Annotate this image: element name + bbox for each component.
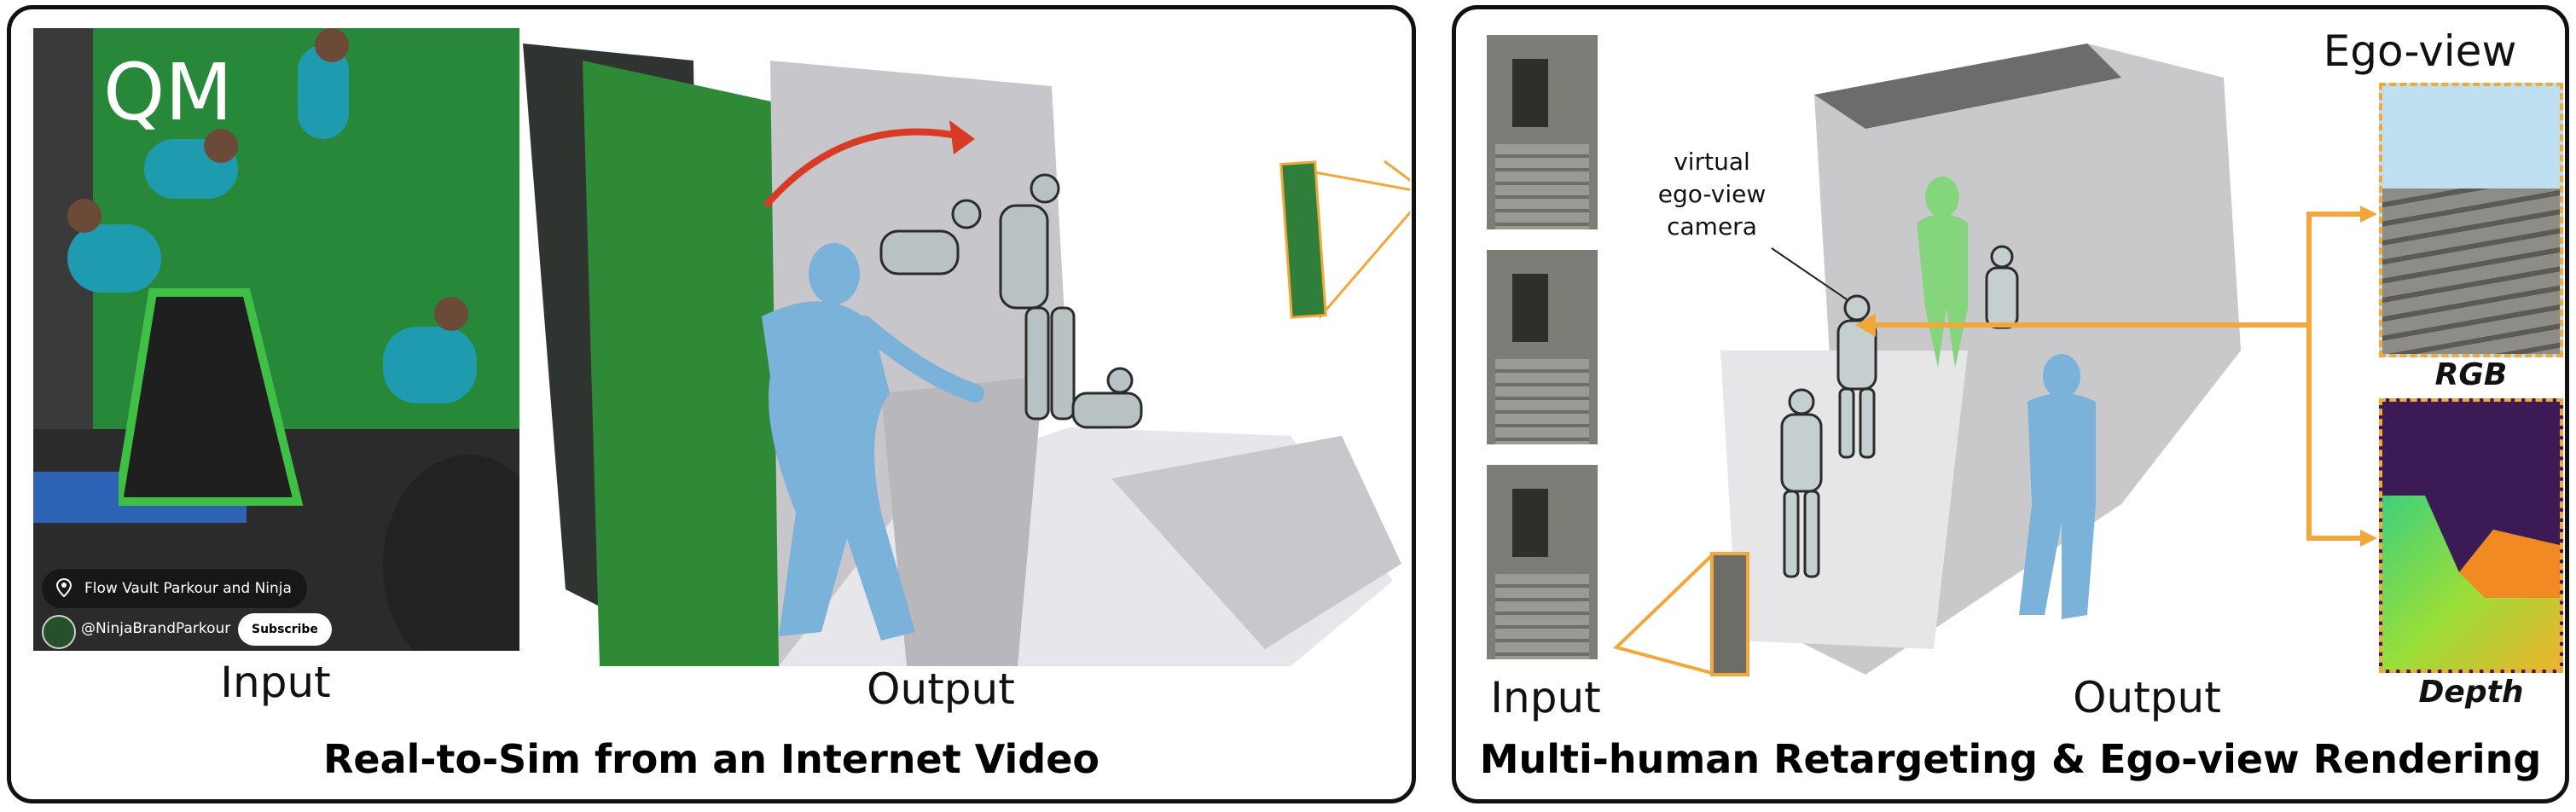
robot-torso <box>879 229 960 276</box>
rgb-stairs <box>2382 188 2560 354</box>
robot-head <box>1106 367 1134 394</box>
location-pin-icon <box>55 569 73 622</box>
subscribe-button[interactable]: Subscribe <box>238 613 332 646</box>
input-frame-3 <box>1487 465 1598 659</box>
channel-location-chip[interactable]: Flow Vault Parkour and Ninja <box>42 569 307 608</box>
robot-head <box>1030 173 1060 204</box>
robot-leg <box>1803 490 1820 578</box>
red-arrow-head <box>949 120 975 154</box>
depth-label: Depth <box>2418 675 2524 710</box>
callout-line <box>1771 247 1848 300</box>
multi-human-panel: virtual ego-view camera Ego-view RGB Dep… <box>1452 5 2569 803</box>
video-watermark: QM <box>103 47 233 138</box>
camera-callout: virtual ego-view camera <box>1618 146 1806 243</box>
left-input-label: Input <box>220 658 331 707</box>
scene-green-screen <box>583 61 804 666</box>
right-panel-caption: Multi-human Retargeting & Ego-view Rende… <box>1479 736 2542 782</box>
robot-leg <box>1024 306 1050 420</box>
person-jumping <box>298 45 349 139</box>
person-landing <box>383 327 477 403</box>
channel-avatar-icon[interactable] <box>42 615 76 649</box>
robot-leg <box>1838 387 1855 459</box>
channel-location-text: Flow Vault Parkour and Ninja <box>84 580 292 597</box>
scene-point-cloud <box>1814 44 2121 129</box>
input-video-frame: QM Flow Vault Parkour and Ninja @NinjaBr… <box>33 28 519 651</box>
robot-leg <box>1859 387 1876 459</box>
robot-torso <box>1836 319 1877 391</box>
robot-torso <box>999 204 1049 310</box>
right-output-label: Output <box>2073 673 2221 722</box>
real-to-sim-panel: QM Flow Vault Parkour and Ninja @NinjaBr… <box>7 5 1416 803</box>
robot-torso <box>1780 413 1823 493</box>
input-frame-2 <box>1487 250 1598 444</box>
callout-line-1: virtual <box>1674 148 1750 176</box>
scene-vault-box <box>881 376 1043 666</box>
human-head <box>809 243 860 304</box>
robot-head <box>1990 245 2014 269</box>
left-panel-caption: Real-to-Sim from an Internet Video <box>322 736 1100 782</box>
green-human-body <box>1917 214 1968 368</box>
camera-frame <box>1279 160 1327 319</box>
ego-depth-view <box>2379 398 2563 673</box>
robot-head <box>1788 388 1815 415</box>
robot-torso <box>1985 266 2019 329</box>
robot-head <box>1843 294 1871 322</box>
person-head <box>204 129 238 163</box>
output-reconstruction <box>523 44 1410 666</box>
channel-handle[interactable]: @NinjaBrandParkour <box>81 620 231 637</box>
input-frame-1 <box>1487 35 1598 229</box>
right-input-label: Input <box>1490 673 1601 722</box>
ego-rgb-view <box>2379 83 2563 357</box>
vault-box <box>119 288 304 506</box>
robot-head <box>951 199 982 229</box>
callout-line-3: camera <box>1667 212 1757 241</box>
orange-arrow-head <box>1855 313 1876 337</box>
human-body <box>762 301 915 641</box>
output-scene <box>1613 44 2283 677</box>
person-head <box>67 199 102 233</box>
human-arm <box>855 316 984 403</box>
blue-human-body <box>2019 393 2096 619</box>
callout-line-2: ego-view <box>1657 180 1767 208</box>
ego-connector <box>2283 206 2377 547</box>
ego-view-title: Ego-view <box>2323 26 2517 76</box>
rgb-label: RGB <box>2434 357 2508 392</box>
green-human-head <box>1925 177 1959 218</box>
person-head <box>315 28 349 62</box>
person-head <box>434 297 468 331</box>
scene-tire <box>1111 436 1401 649</box>
blue-human-head <box>2043 354 2080 398</box>
robot-leg <box>1783 490 1800 578</box>
robot-leg <box>1050 306 1076 420</box>
camera-frame <box>1710 552 1749 676</box>
left-output-label: Output <box>867 664 1015 714</box>
red-curved-arrow-icon <box>763 128 967 208</box>
robot-torso <box>1071 392 1143 429</box>
person-crouching <box>67 224 161 293</box>
